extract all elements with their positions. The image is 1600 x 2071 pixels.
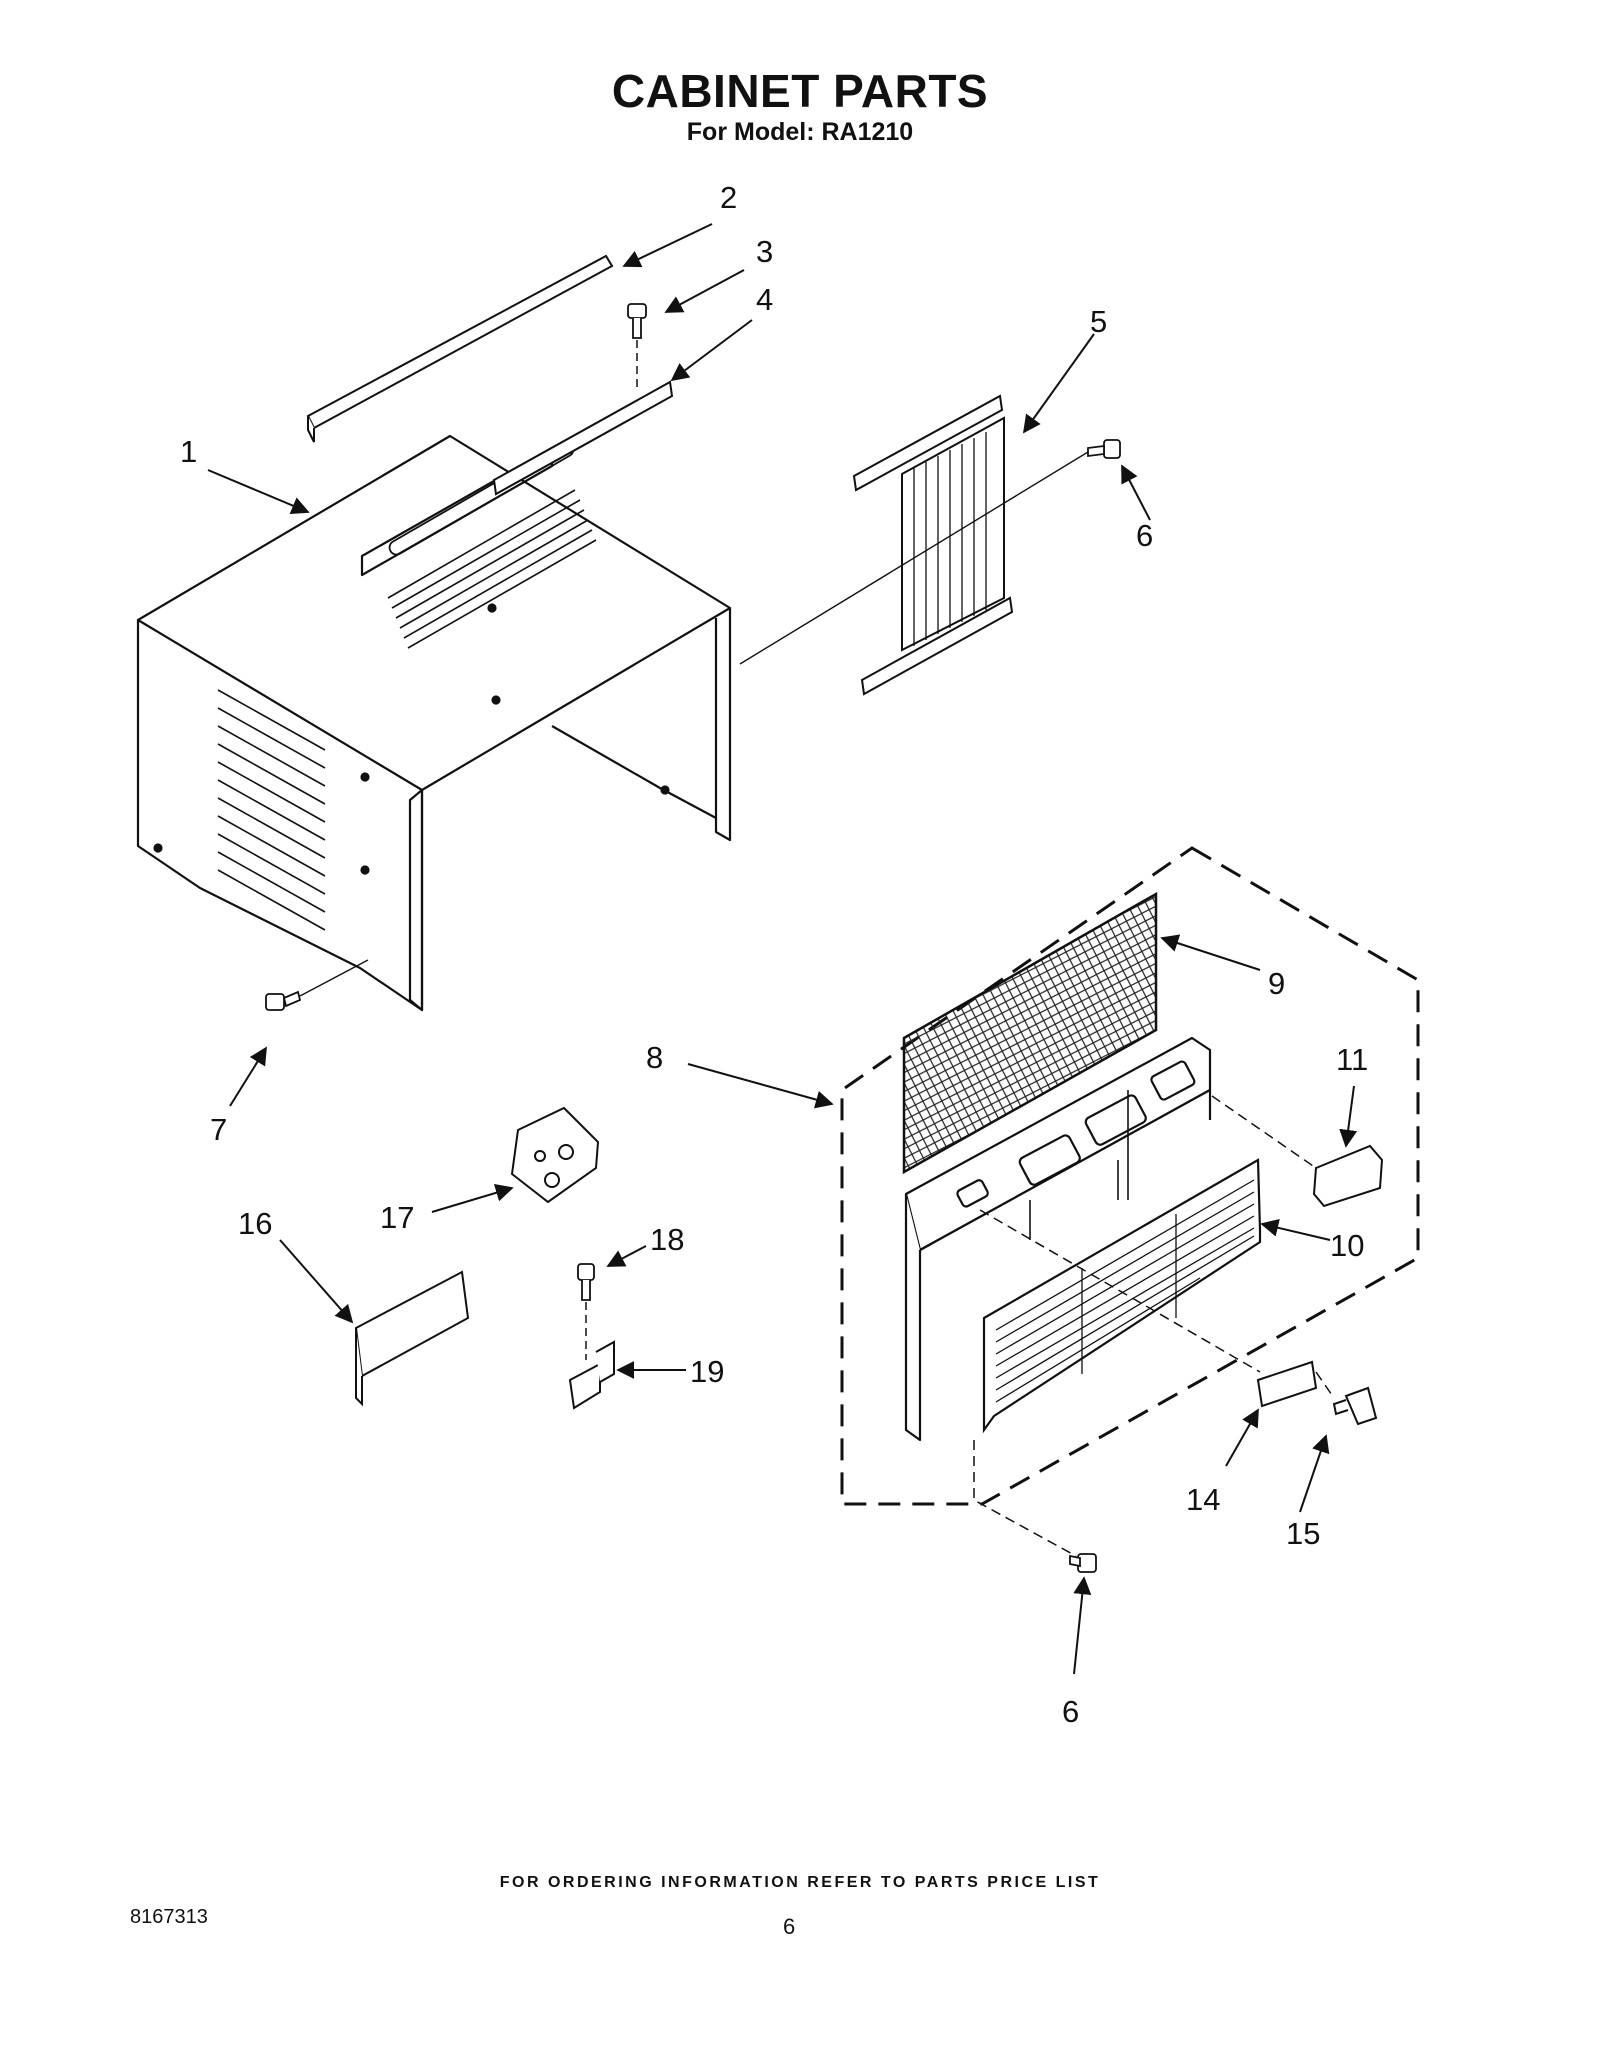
screw-18 [577,1263,595,1301]
callout-11: 11 [1336,1042,1368,1077]
screw-3 [627,303,647,339]
screw-6-top [1087,439,1121,459]
top-rail [306,254,614,443]
knob-plate-14 [1256,1360,1318,1408]
callout-18: 18 [650,1222,684,1257]
air-filter [902,891,1158,1175]
callout-15: 15 [1286,1516,1320,1551]
callout-4: 4 [756,282,773,317]
callout-9: 9 [1268,966,1285,1001]
knob-15 [1332,1386,1378,1426]
document-number: 8167313 [130,1906,208,1928]
front-grille [982,1158,1262,1434]
callout-8: 8 [646,1040,663,1075]
side-louvers [217,689,326,931]
page-title: CABINET PARTS [611,65,989,117]
callout-17: 17 [380,1200,414,1235]
callout-5: 5 [1090,304,1107,339]
condenser-baffle [852,394,1014,696]
callout-2: 2 [720,180,737,215]
control-cap-11 [1312,1144,1384,1208]
model-subtitle: For Model: RA1210 [686,118,914,146]
callout-6-top: 6 [1136,518,1153,553]
top-vents [387,489,597,649]
mounting-bracket-17 [510,1106,600,1204]
clip-19 [568,1340,615,1410]
callout-6-bottom: 6 [1062,1694,1079,1729]
callout-14: 14 [1186,1482,1220,1517]
ordering-note: FOR ORDERING INFORMATION REFER TO PARTS … [499,1874,1101,1891]
page-number: 6 [783,1914,796,1939]
callout-16: 16 [238,1206,272,1241]
screw-6-bottom [1069,1553,1097,1573]
bracket-4 [492,380,674,496]
callout-7: 7 [210,1112,227,1147]
callout-3: 3 [756,234,773,269]
leader-lines [207,223,1358,1675]
callout-10: 10 [1330,1228,1364,1263]
front-panel [904,1036,1212,1442]
callout-19: 19 [690,1354,724,1389]
cabinet-wrapper [136,434,732,1012]
screw-7 [265,990,302,1011]
side-curtain-16 [354,1270,470,1407]
callout-1: 1 [180,434,197,469]
